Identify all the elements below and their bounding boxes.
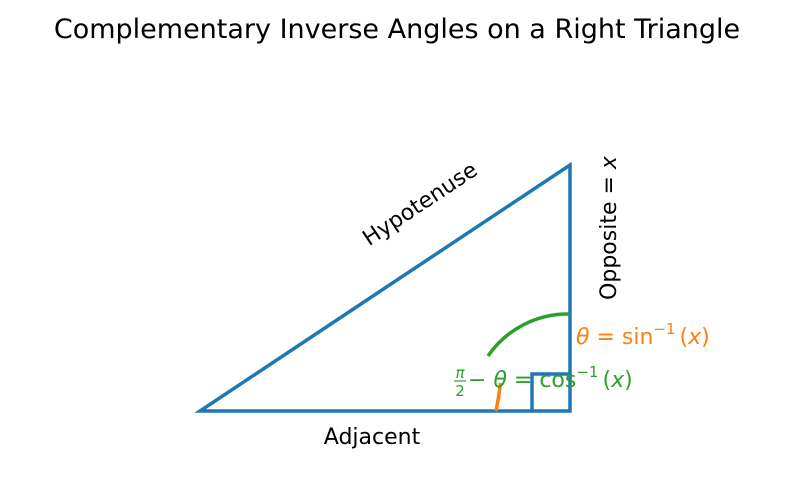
theta-arc (494, 382, 503, 412)
complement-paren-close: ) (624, 368, 633, 393)
complement-paren-open: ( (602, 368, 611, 393)
opposite-text: Opposite = (597, 169, 622, 300)
theta-sup: −1 (653, 320, 675, 338)
right-angle-marker (530, 372, 570, 411)
adjacent-label: Adjacent (324, 425, 421, 450)
diagram-title: Complementary Inverse Angles on a Right … (54, 14, 740, 45)
complement-theta: θ (493, 368, 507, 393)
right-triangle (194, 161, 572, 413)
theta-eq: = sin (589, 325, 653, 350)
complement-arc (486, 312, 571, 357)
opposite-label: Opposite = x (597, 155, 622, 300)
complement-sup: −1 (576, 363, 598, 381)
theta-paren-close: ) (701, 325, 710, 350)
opposite-variable: x (597, 155, 622, 170)
svg-text:− θ = cos−1(x): − θ = cos−1(x) (468, 363, 633, 393)
two-denominator: 2 (455, 382, 465, 400)
minus-sign: − (468, 368, 493, 393)
pi-numerator: π (455, 364, 465, 382)
theta-label: θ = sin−1 (x) (576, 320, 710, 350)
complement-label: π 2 − θ = cos−1(x) (454, 363, 633, 400)
theta-arg: x (687, 325, 702, 350)
complement-eq: = cos (507, 368, 576, 393)
theta-paren-open: ( (680, 325, 689, 350)
theta-symbol: θ (576, 325, 590, 350)
complement-arg: x (610, 368, 625, 393)
